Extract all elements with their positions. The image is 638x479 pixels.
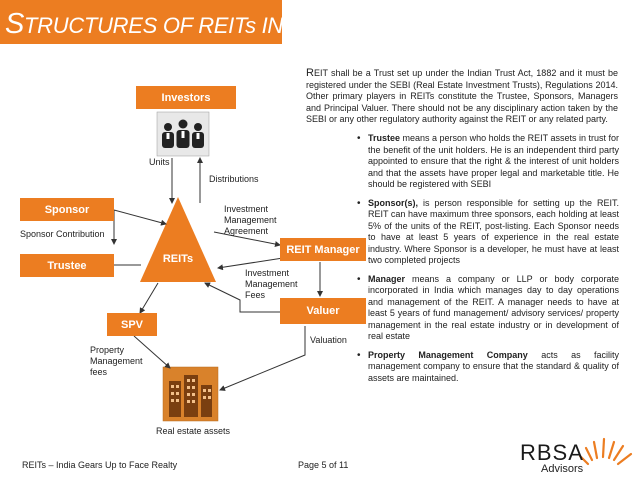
- distributions-label: Distributions: [209, 174, 259, 184]
- real-estate-assets-label: Real estate assets: [156, 426, 231, 436]
- investors-box: Investors: [136, 86, 236, 109]
- sponsor-box: Sponsor: [20, 198, 114, 221]
- investment-management-agreement-label: Investment Management Agreement: [224, 204, 277, 236]
- sponsor-to-reits-line: [113, 209, 167, 226]
- reits-spv-arrow: [139, 282, 159, 314]
- spv-realestate-arrow: [133, 335, 171, 369]
- list-item: Trustee means a person who holds the REI…: [357, 133, 619, 191]
- sponsor-contribution-label: Sponsor Contribution: [20, 229, 105, 239]
- intro-paragraph: REIT shall be a Trust set up under the I…: [306, 67, 618, 124]
- title-bar: STRUCTURES OF REITs IN INDIA: [0, 0, 346, 44]
- investors-image: [156, 111, 210, 157]
- spv-box: SPV: [107, 313, 157, 336]
- reit-manager-fees-arrow: [217, 257, 284, 271]
- sun-logo-icon: [578, 437, 633, 466]
- logo-subtext: Advisors: [541, 463, 584, 475]
- list-item: Property Management Company acts as faci…: [357, 350, 619, 385]
- list-item: Manager means a company or LLP or body c…: [357, 274, 619, 343]
- valuation-arrow: [219, 326, 306, 391]
- reits-triangle: [140, 197, 216, 282]
- investment-management-fees-label: Investment Management Fees: [245, 268, 298, 300]
- valuer-to-reits-line: [204, 282, 280, 313]
- property-management-fees-label: Property Management fees: [90, 345, 143, 377]
- page-title: STRUCTURES OF REITs IN INDIA: [5, 8, 346, 40]
- list-item: Sponsor(s), is person responsible for se…: [357, 198, 619, 267]
- valuer-box: Valuer: [280, 298, 366, 324]
- units-label: Units: [149, 157, 170, 167]
- logo-text: RBSA: [520, 440, 584, 465]
- footer-title: REITs – India Gears Up to Face Realty: [22, 460, 178, 470]
- reit-manager-agreement-arrow: [213, 231, 281, 247]
- reits-label: REITs: [162, 253, 194, 265]
- real-estate-image: [162, 366, 219, 422]
- page-number: Page 5 of 11: [298, 460, 349, 470]
- trustee-box: Trustee: [20, 254, 114, 277]
- reit-manager-box: REIT Manager: [280, 238, 366, 261]
- bullet-list: Trustee means a person who holds the REI…: [357, 133, 619, 391]
- valuation-label: Valuation: [310, 335, 347, 345]
